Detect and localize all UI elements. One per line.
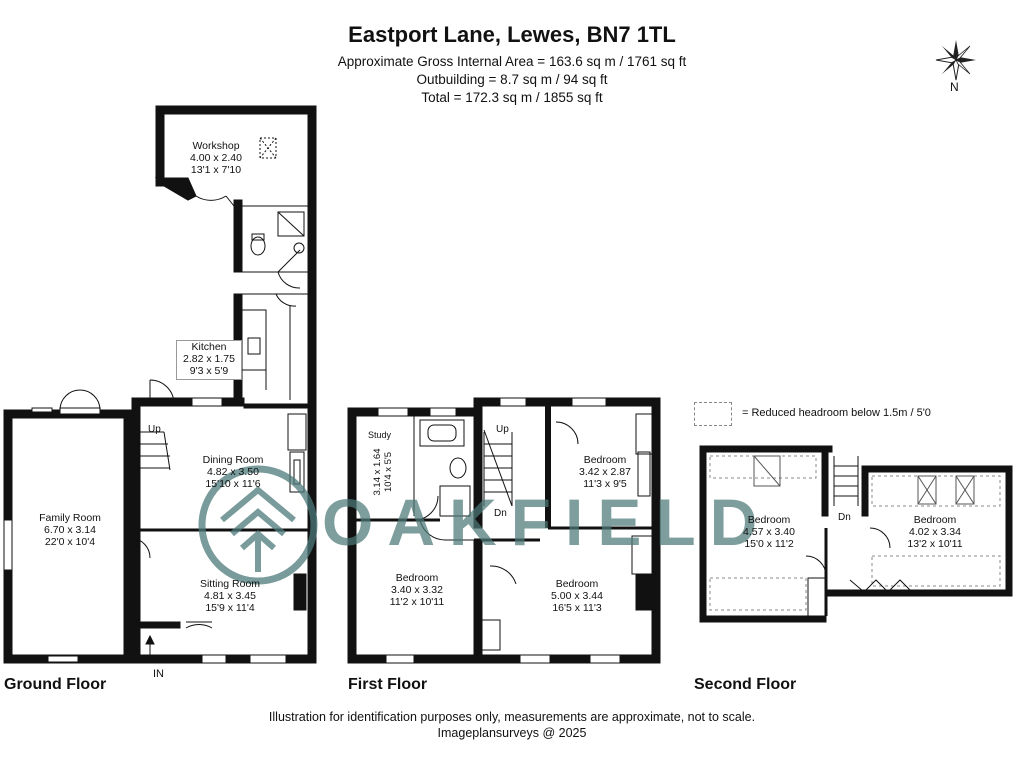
total-area: Total = 172.3 sq m / 1855 sq ft	[421, 90, 603, 105]
compass-icon	[935, 40, 976, 81]
second-bedroom-e-label: Bedroom 4.02 x 3.34 13'2 x 10'11	[907, 514, 963, 550]
dining-room-label: Dining Room 4.82 x 3.50 15'10 x 11'6	[202, 454, 264, 490]
first-stair	[483, 429, 513, 507]
first-floor-walls	[347, 397, 661, 664]
first-stair-down-label: Dn	[494, 508, 507, 519]
ground-stair-up-label: Up	[148, 424, 161, 435]
entrance-label: IN	[153, 668, 164, 680]
study-name-label: Study	[368, 430, 392, 440]
watermark-text: OAKFIELD	[322, 485, 772, 559]
gross-internal-area: Approximate Gross Internal Area = 163.6 …	[337, 54, 687, 69]
compass-north-label: N	[950, 80, 959, 94]
plan-title: Eastport Lane, Lewes, BN7 1TL	[348, 22, 676, 47]
oakfield-watermark-logo	[198, 465, 318, 585]
second-stair-down-label: Dn	[838, 512, 851, 523]
outbuilding-area: Outbuilding = 8.7 sq m / 94 sq ft	[416, 72, 608, 87]
credit-text: Imageplansurveys @ 2025	[437, 726, 587, 740]
study-dimensions-label: 3.14 x 1.64 10'4 x 5'5	[372, 448, 394, 496]
legend-text: = Reduced headroom below 1.5m / 5'0	[742, 407, 931, 419]
ground-stair	[140, 431, 171, 471]
kitchen-label: Kitchen 2.82 x 1.75 9'3 x 5'9	[176, 340, 242, 380]
disclaimer-text: Illustration for identification purposes…	[268, 710, 756, 724]
first-bedroom-se-label: Bedroom 5.00 x 3.44 16'5 x 11'3	[551, 578, 603, 614]
workshop-label: Workshop 4.00 x 2.40 13'1 x 7'10	[190, 140, 242, 176]
reduced-headroom-swatch	[694, 402, 732, 426]
ground-floor-label: Ground Floor	[4, 676, 107, 693]
first-stair-up-label: Up	[496, 424, 509, 435]
sitting-room-label: Sitting Room 4.81 x 3.45 15'9 x 11'4	[199, 578, 261, 614]
second-floor-walls	[699, 445, 1013, 623]
first-bedroom-sw-label: Bedroom 3.40 x 3.32 11'2 x 10'11	[389, 572, 445, 608]
second-floor-label: Second Floor	[694, 676, 797, 693]
second-stair	[833, 456, 859, 506]
first-floor-label: First Floor	[348, 676, 428, 693]
family-room-label: Family Room 6.70 x 3.14 22'0 x 10'4	[39, 512, 101, 548]
second-bedroom-w-label: Bedroom 4.57 x 3.40 15'0 x 11'2	[743, 514, 795, 550]
first-bedroom-ne-label: Bedroom 3.42 x 2.87 11'3 x 9'5	[579, 454, 631, 490]
